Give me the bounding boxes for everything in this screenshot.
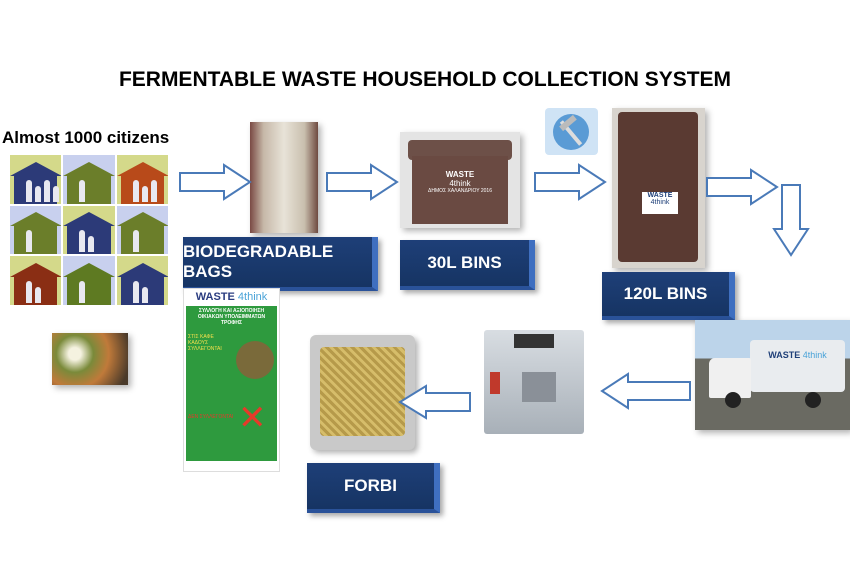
house-icon [10, 256, 62, 305]
poster-sub: 4think [237, 291, 268, 303]
house-icon [116, 256, 168, 305]
arrow-right-icon [326, 163, 399, 201]
bin-sticker-sub: 4think [650, 199, 670, 206]
bin-sticker-brand: WASTE [445, 170, 475, 179]
bin-sticker-brand: WASTE [647, 192, 673, 199]
bin-30l-photo: WASTE 4think ΔΗΜΟΣ ΧΑΛΑΝΔΡΙΟΥ 2016 [400, 132, 520, 228]
households-grid [10, 155, 168, 305]
label-biodegradable-bags: BIODEGRADABLE BAGS [183, 237, 378, 291]
house-icon [63, 155, 115, 204]
forbi-machine-photo [478, 322, 590, 442]
arrow-right-icon [534, 163, 607, 201]
poster-brand: WASTE [195, 291, 235, 303]
arrow-right-icon [179, 163, 252, 201]
label-forbi: FORBI [307, 463, 440, 513]
hammer-icon [545, 108, 598, 155]
collection-truck-photo: WASTE 4think [695, 320, 850, 430]
diagram-title: FERMENTABLE WASTE HOUSEHOLD COLLECTION S… [118, 68, 732, 91]
poster-no-heading: ΔΕΝ ΣΥΛΛΕΓΟΝΤΑΙ [188, 414, 234, 420]
poster-headline: ΣΥΛΛΟΓΗ ΚΑΙ ΑΞΙΟΠΟΙΗΣΗ ΟΙΚΙΑΚΩΝ ΥΠΟΛΕΙΜΜ… [197, 308, 266, 326]
citizens-label: Almost 1000 citizens [2, 128, 170, 147]
poster-yes-heading: ΣΤΙΣ ΚΑΦΕ ΚΑΔΟΥΣ ΣΥΛΛΕΓΟΝΤΑΙ [188, 334, 222, 352]
bin-120l-photo: WASTE 4think [612, 108, 705, 268]
arrow-down-icon [772, 184, 810, 257]
truck-sub: 4think [802, 350, 827, 360]
house-icon [116, 205, 168, 255]
bin-sticker-municipality: ΔΗΜΟΣ ΧΑΛΑΝΔΡΙΟΥ 2016 [428, 188, 492, 194]
house-icon [63, 256, 115, 305]
truck-brand: WASTE [768, 350, 801, 360]
arrow-left-icon [398, 384, 471, 420]
arrow-right-icon [706, 168, 779, 206]
house-icon [10, 205, 62, 255]
house-icon [63, 205, 115, 255]
house-icon [116, 155, 168, 204]
arrow-left-icon [600, 372, 691, 410]
info-poster: WASTE 4think ΣΥΛΛΟΓΗ ΚΑΙ ΑΞΙΟΠΟΙΗΣΗ ΟΙΚΙ… [183, 288, 280, 472]
label-120l-bins: 120L BINS [602, 272, 735, 320]
biodegradable-bag-photo [250, 122, 318, 233]
food-waste-photo [52, 333, 128, 385]
house-icon [10, 155, 62, 204]
bin-sticker-sub: 4think [449, 179, 471, 188]
label-30l-bins: 30L BINS [400, 240, 535, 290]
forbi-product-tray-photo [310, 335, 415, 450]
